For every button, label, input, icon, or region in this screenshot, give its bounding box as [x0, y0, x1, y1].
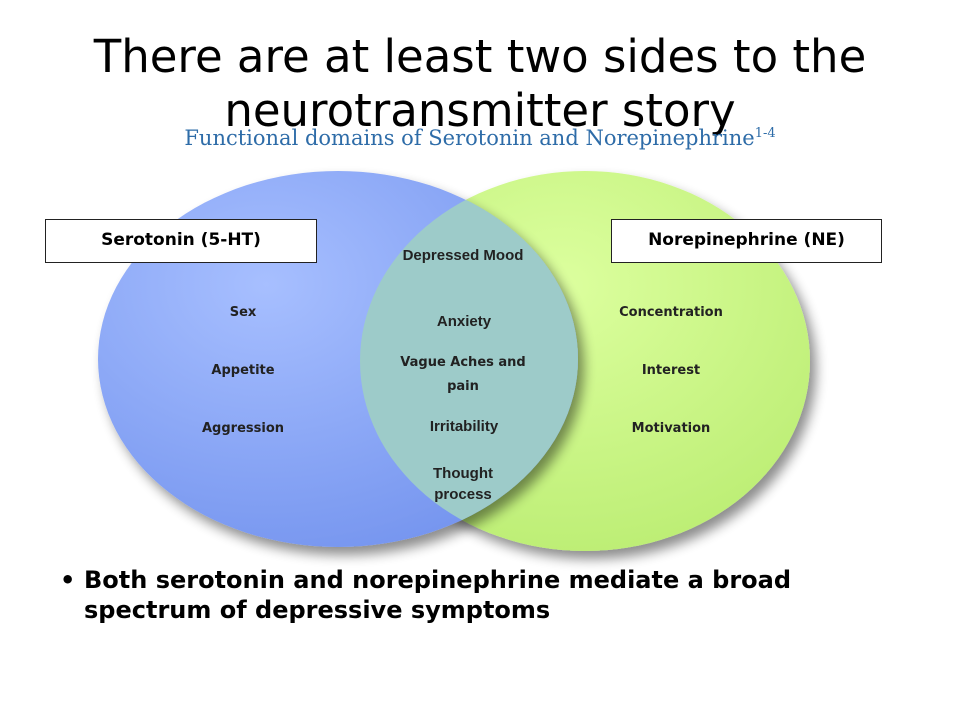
overlap-region [360, 171, 578, 547]
serotonin-item: Appetite [211, 363, 275, 378]
subtitle-superscript: 1-4 [754, 126, 776, 141]
serotonin-label: Serotonin (5-HT) [45, 219, 317, 263]
norepinephrine-item: Concentration [619, 305, 723, 320]
diagram-subtitle: Functional domains of Serotonin and Nore… [0, 126, 960, 150]
slide-title: There are at least two sides to the neur… [93, 30, 867, 137]
overlap-item: Irritability [429, 418, 499, 435]
overlap-item: Vague Aches and pain [400, 355, 526, 394]
bullet-point: • Both serotonin and norepinephrine medi… [60, 565, 920, 625]
overlap-item: Anxiety [436, 313, 492, 330]
bullet-text: Both serotonin and norepinephrine mediat… [84, 566, 792, 624]
norepinephrine-item: Motivation [631, 421, 711, 436]
overlap-item: Thought process [433, 465, 493, 503]
norepinephrine-label: Norepinephrine (NE) [611, 219, 882, 263]
overlap-item: Depressed Mood [402, 247, 524, 264]
serotonin-item: Sex [229, 305, 257, 320]
subtitle-text: Functional domains of Serotonin and Nore… [184, 126, 755, 150]
norepinephrine-item: Interest [641, 363, 701, 378]
serotonin-item: Aggression [201, 421, 285, 436]
bullet-marker: • [60, 566, 76, 594]
